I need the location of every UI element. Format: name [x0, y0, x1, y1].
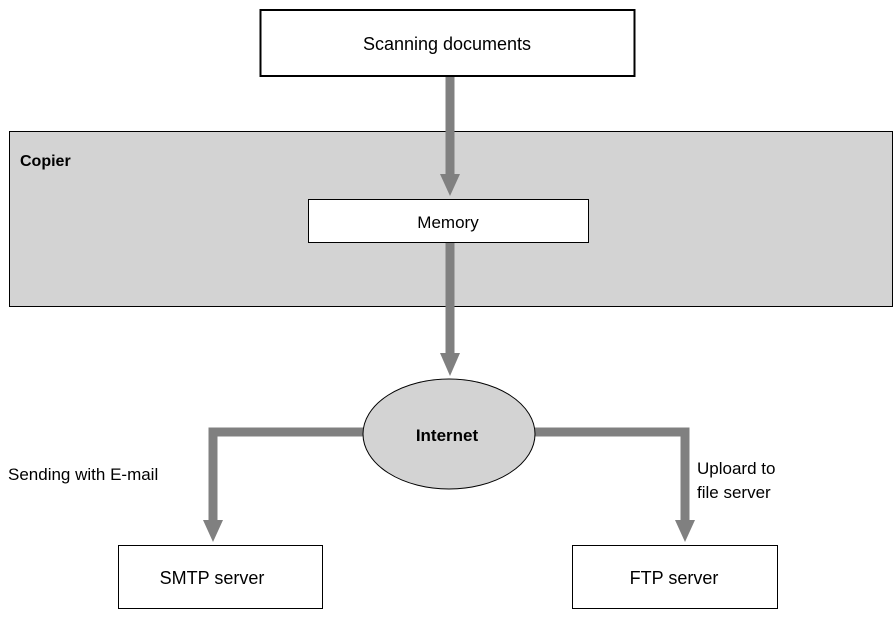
ftp-server-label: FTP server	[630, 568, 719, 588]
arrow-internet-to-ftp	[535, 427, 695, 542]
scanning-documents-label: Scanning documents	[363, 34, 531, 54]
copier-label: Copier	[20, 153, 71, 170]
internet-label: Internet	[416, 426, 479, 445]
smtp-server-label: SMTP server	[160, 568, 265, 588]
memory-label: Memory	[417, 213, 479, 232]
arrow-internet-to-smtp	[203, 427, 364, 542]
arrow-memory-to-internet	[440, 243, 460, 376]
upload-edge-label-line2: file server	[697, 483, 771, 502]
smtp-server-box	[118, 545, 323, 609]
ftp-server-box	[572, 545, 778, 609]
internet-node	[362, 378, 536, 490]
memory-box	[308, 199, 589, 243]
email-edge-label: Sending with E-mail	[8, 465, 158, 484]
upload-edge-label-line1: Uploard to	[697, 459, 775, 478]
arrow-scan-to-memory	[440, 77, 460, 196]
scanning-documents-box	[259, 9, 636, 77]
